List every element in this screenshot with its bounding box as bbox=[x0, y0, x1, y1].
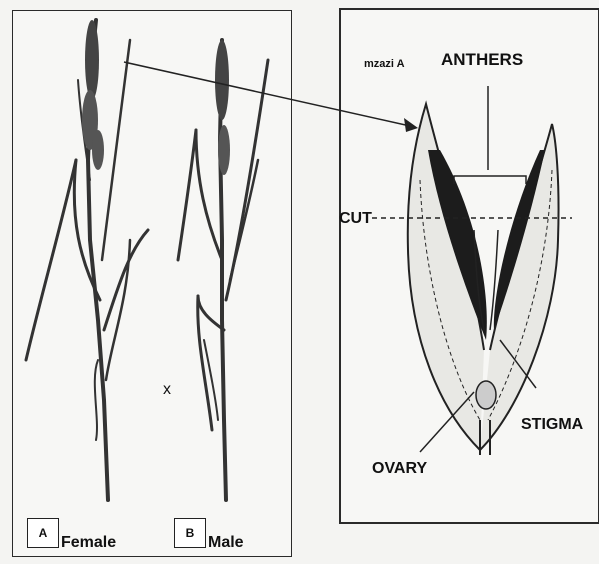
female-label: Female bbox=[61, 534, 116, 552]
parent-label: mzazi A bbox=[364, 58, 405, 70]
stigma-label: STIGMA bbox=[521, 416, 583, 434]
cut-label: CUT bbox=[339, 210, 372, 228]
label-b-box: B bbox=[174, 518, 206, 548]
male-label: Male bbox=[208, 534, 244, 552]
label-a: A bbox=[39, 526, 48, 540]
plant-a-drawing bbox=[26, 20, 148, 500]
connector-arrow bbox=[124, 62, 418, 132]
ovary-label: OVARY bbox=[372, 460, 427, 478]
cross-mark: x bbox=[163, 381, 171, 399]
spikelet-drawing bbox=[372, 86, 572, 455]
label-a-box: A bbox=[27, 518, 59, 548]
label-b: B bbox=[186, 526, 195, 540]
anthers-label: ANTHERS bbox=[441, 50, 523, 70]
plant-b-drawing bbox=[178, 40, 268, 500]
